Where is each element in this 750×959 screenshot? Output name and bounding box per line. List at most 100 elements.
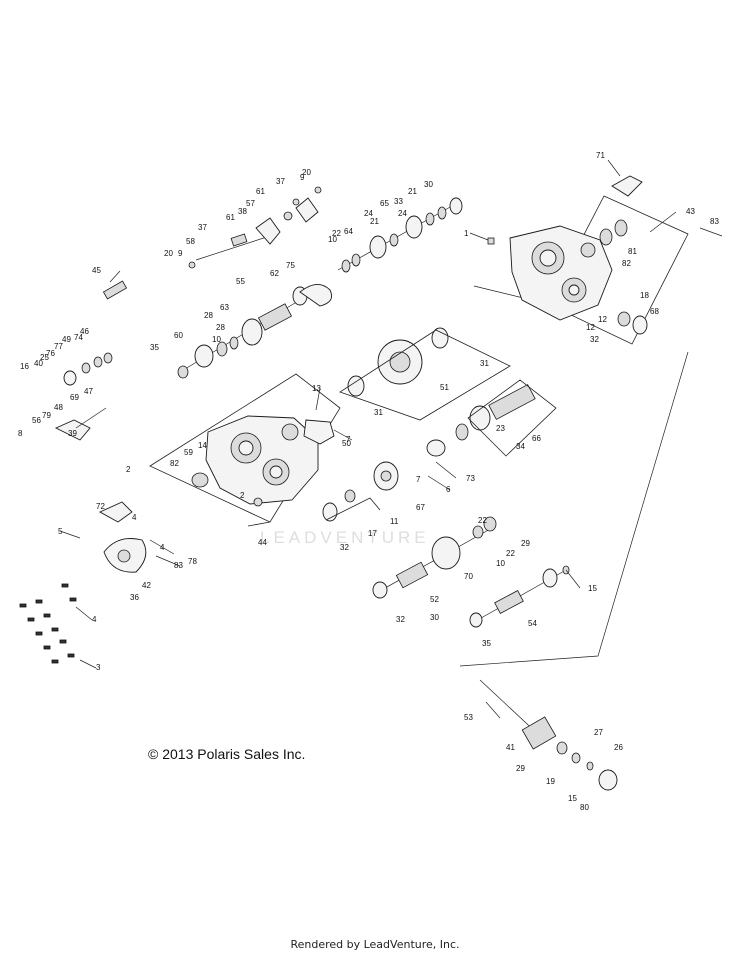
callout-label: 29 [516, 764, 525, 773]
callout-label: 17 [368, 529, 377, 538]
callout-label: 43 [686, 207, 695, 216]
callout-label: 31 [480, 359, 489, 368]
callout-label: 15 [588, 584, 597, 593]
callout-label: 20 [164, 249, 173, 258]
callout-label: 30 [424, 180, 433, 189]
callout-label: 80 [580, 803, 589, 812]
callout-label: 57 [246, 199, 255, 208]
callout-label: 25 [40, 353, 49, 362]
callout-label: 72 [96, 502, 105, 511]
callout-label: 10 [328, 235, 337, 244]
callout-label: 54 [528, 619, 537, 628]
callout-label: 39 [68, 429, 77, 438]
callout-label: 58 [186, 237, 195, 246]
callout-label: 55 [236, 277, 245, 286]
callout-label: 3 [96, 663, 101, 672]
callout-label: 35 [482, 639, 491, 648]
callout-label: 33 [394, 197, 403, 206]
callout-label: 21 [408, 187, 417, 196]
callout-label: 13 [312, 384, 321, 393]
callout-label: 32 [590, 335, 599, 344]
copyright-notice: © 2013 Polaris Sales Inc. [148, 746, 306, 762]
main-housing-assembly [149, 373, 341, 527]
callout-label: 10 [212, 335, 221, 344]
callout-label: 78 [188, 557, 197, 566]
callout-label: 28 [204, 311, 213, 320]
callout-label: 66 [532, 434, 541, 443]
callout-label: 34 [516, 442, 525, 451]
callout-label: 7 [346, 435, 351, 444]
callout-label: 4 [92, 615, 97, 624]
upper-gear-train [177, 197, 463, 379]
callout-label: 7 [416, 475, 421, 484]
callout-label: 20 [302, 168, 311, 177]
callout-label: 9 [300, 173, 305, 182]
callout-label: 79 [42, 411, 51, 420]
callout-label: 36 [130, 593, 139, 602]
callout-label: 50 [342, 439, 351, 448]
callout-label: 69 [70, 393, 79, 402]
callout-label: 49 [62, 335, 71, 344]
callout-label: 26 [614, 743, 623, 752]
callout-label: 37 [276, 177, 285, 186]
callout-label: 27 [594, 728, 603, 737]
leader-lines [59, 159, 677, 719]
callout-label: 40 [34, 359, 43, 368]
bolt-cluster [19, 583, 77, 664]
callout-label: 9 [178, 249, 183, 258]
callout-label: 56 [32, 416, 41, 425]
callout-label: 10 [496, 559, 505, 568]
callout-label: 73 [466, 474, 475, 483]
callout-label: 71 [596, 151, 605, 160]
callout-label: 19 [546, 777, 555, 786]
callout-label: 28 [216, 323, 225, 332]
callout-label: 12 [598, 315, 607, 324]
callout-label: 14 [198, 441, 207, 450]
callout-label: 64 [344, 227, 353, 236]
callout-label: 74 [74, 333, 83, 342]
callout-label: 44 [258, 538, 267, 547]
callout-label: 18 [640, 291, 649, 300]
callout-label: 32 [340, 543, 349, 552]
callout-label: 30 [430, 613, 439, 622]
callout-label: 47 [84, 387, 93, 396]
front-case-assembly [473, 175, 723, 345]
callout-label: 76 [46, 349, 55, 358]
left-small-parts [19, 280, 147, 664]
callout-label: 82 [622, 259, 631, 268]
callout-label: 82 [170, 459, 179, 468]
callout-label: 45 [92, 266, 101, 275]
callout-label: 61 [256, 187, 265, 196]
callout-label: 81 [628, 247, 637, 256]
callout-label: 68 [650, 307, 659, 316]
callout-label: 4 [132, 513, 137, 522]
output-shaft-group [372, 351, 689, 791]
center-gear-train [322, 327, 557, 522]
callout-label: 41 [506, 743, 515, 752]
rendered-by-footer: Rendered by LeadVenture, Inc. [290, 938, 460, 951]
callout-label: 29 [521, 539, 530, 548]
callout-label: 59 [184, 448, 193, 457]
callout-label: 38 [238, 207, 247, 216]
callout-label: 21 [370, 217, 379, 226]
callout-label: 70 [464, 572, 473, 581]
callout-label: 11 [390, 517, 399, 526]
callout-label: 53 [464, 713, 473, 722]
callout-label: 6 [446, 485, 451, 494]
callout-label: 63 [220, 303, 229, 312]
callout-labels: 1 2 3 4 5 6 7 8 9 10 11 12 13 14 15 16 1… [18, 151, 695, 812]
callout-label: 16 [20, 362, 29, 371]
callout-label: 52 [430, 595, 439, 604]
callout-label: 8 [18, 429, 23, 438]
callout-label: 2 [240, 491, 245, 500]
callout-label: 24 [364, 209, 373, 218]
callout-label: 46 [80, 327, 89, 336]
callout-label: 1 [464, 229, 469, 238]
callout-label: 77 [54, 342, 63, 351]
callout-label: 22 [506, 549, 515, 558]
callout-label: 65 [380, 199, 389, 208]
callout-label: 35 [150, 343, 159, 352]
callout-label: 12 [586, 323, 595, 332]
callout-label: 62 [270, 269, 279, 278]
